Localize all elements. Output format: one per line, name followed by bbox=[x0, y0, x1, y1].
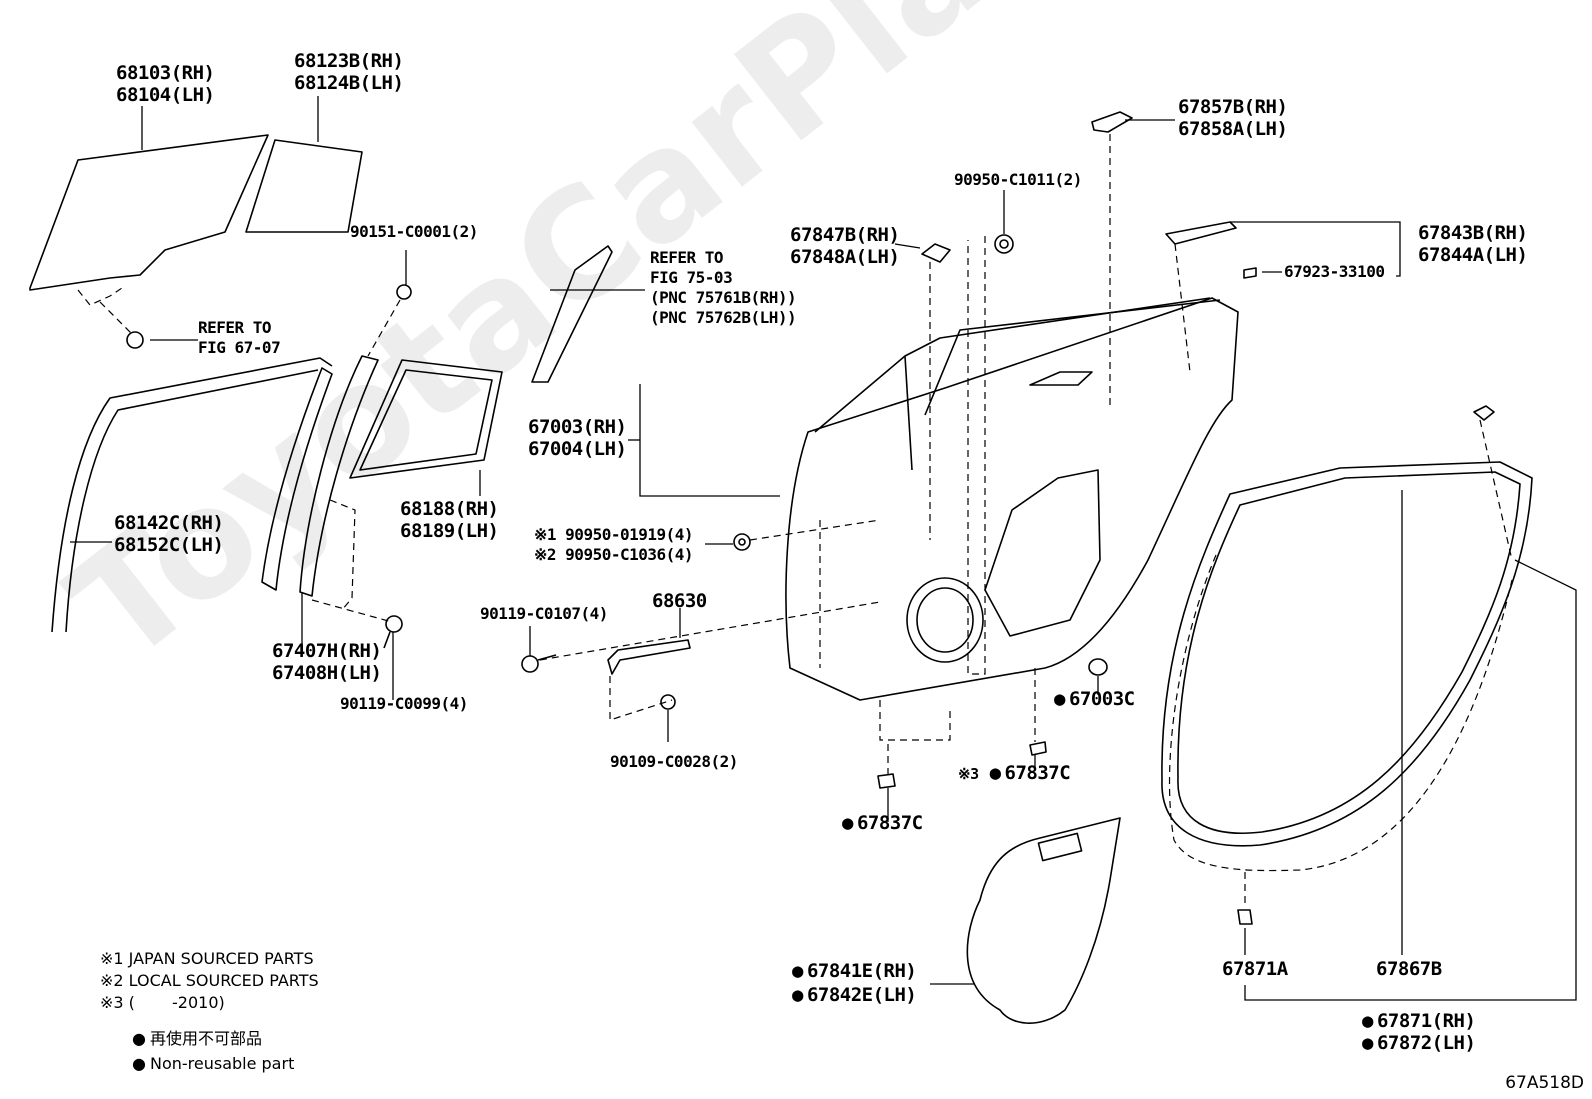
clip-icon-67837c-b bbox=[1029, 741, 1047, 756]
service-hole-cover bbox=[966, 817, 1121, 1024]
label-67871-lh: 67872(LH) bbox=[1362, 1032, 1476, 1054]
label-67857b: 67857B(RH)67858A(LH) bbox=[1178, 96, 1288, 140]
clip-icon-67923 bbox=[1243, 267, 1257, 279]
bolt-icon-90119-c0107 bbox=[521, 655, 539, 673]
door-glass-rear bbox=[245, 139, 363, 233]
clip-icon-67871a bbox=[1237, 909, 1253, 925]
door-panel bbox=[785, 297, 1239, 701]
quarter-weatherstrip bbox=[349, 359, 503, 479]
door-glass-front bbox=[29, 134, 269, 291]
label-67847b: 67847B(RH)67848A(LH) bbox=[790, 224, 900, 268]
plug-icon bbox=[994, 234, 1014, 254]
bracket-icon-67857 bbox=[1091, 111, 1133, 133]
label-67407h: 67407H(RH)67408H(LH) bbox=[272, 640, 382, 684]
glass-run-outer bbox=[51, 357, 333, 633]
bolt-icon-90109 bbox=[660, 694, 676, 710]
label-68630: 68630 bbox=[652, 590, 707, 612]
label-90151: 90151-C0001(2) bbox=[350, 222, 478, 241]
division-bar bbox=[261, 367, 333, 591]
door-check bbox=[607, 639, 691, 675]
bolt-icon-glass bbox=[126, 331, 144, 349]
label-67867b: 67867B bbox=[1376, 958, 1442, 980]
door-weatherstrip-outer bbox=[1161, 461, 1533, 847]
cushion-icon bbox=[921, 243, 951, 263]
label-68188: 68188(RH)68189(LH) bbox=[400, 498, 499, 542]
label-68142c: 68142C(RH)68152C(LH) bbox=[114, 512, 224, 556]
label-67841e-lh: 67842E(LH) bbox=[792, 984, 917, 1006]
label-67837c-b: ※3 67837C bbox=[958, 762, 1071, 785]
label-67841e-rh: 67841E(RH) bbox=[792, 960, 917, 982]
label-68103: 68103(RH)68104(LH) bbox=[116, 62, 215, 106]
figure-code: 67A518D bbox=[1505, 1073, 1584, 1093]
clip-icon-90950 bbox=[733, 533, 751, 551]
bolt-icon-90119 bbox=[385, 615, 403, 633]
legend-non-reusable-en: Non-reusable part bbox=[132, 1053, 294, 1074]
label-67871-rh: 67871(RH) bbox=[1362, 1010, 1476, 1032]
clip-icon-67837c-a bbox=[877, 773, 896, 789]
pillar-garnish bbox=[531, 245, 613, 383]
note-date-range: ※3 ( -2010) bbox=[100, 993, 225, 1012]
speaker-hole bbox=[906, 577, 984, 663]
legend-non-reusable-jp: 再使用不可部品 bbox=[132, 1028, 262, 1049]
note-local-sourced: ※2 LOCAL SOURCED PARTS bbox=[100, 971, 319, 990]
bracket-icon-67843 bbox=[1165, 221, 1237, 245]
label-67923: 67923-33100 bbox=[1284, 262, 1385, 281]
division-channel bbox=[299, 355, 379, 597]
label-90950-c1011: 90950-C1011(2) bbox=[954, 170, 1082, 189]
label-90950-01919: ※1 90950-01919(4)※2 90950-C1036(4) bbox=[534, 525, 694, 564]
label-67003c: 67003C bbox=[1054, 688, 1135, 710]
label-67871a: 67871A bbox=[1222, 958, 1288, 980]
label-67837c-a: 67837C bbox=[842, 812, 923, 834]
plug-icon-67003c bbox=[1088, 658, 1108, 676]
screw-icon-90151 bbox=[396, 284, 412, 300]
label-90119-c0107: 90119-C0107(4) bbox=[480, 604, 608, 623]
label-67003: 67003(RH)67004(LH) bbox=[528, 416, 627, 460]
label-68123b: 68123B(RH)68124B(LH) bbox=[294, 50, 404, 94]
label-67843b: 67843B(RH)67844A(LH) bbox=[1418, 222, 1528, 266]
note-japan-sourced: ※1 JAPAN SOURCED PARTS bbox=[100, 949, 314, 968]
label-90119-c0099: 90119-C0099(4) bbox=[340, 694, 468, 713]
clip-icon-67871-top bbox=[1473, 405, 1495, 421]
glass-run-inner bbox=[65, 369, 319, 633]
label-90109: 90109-C0028(2) bbox=[610, 752, 738, 771]
